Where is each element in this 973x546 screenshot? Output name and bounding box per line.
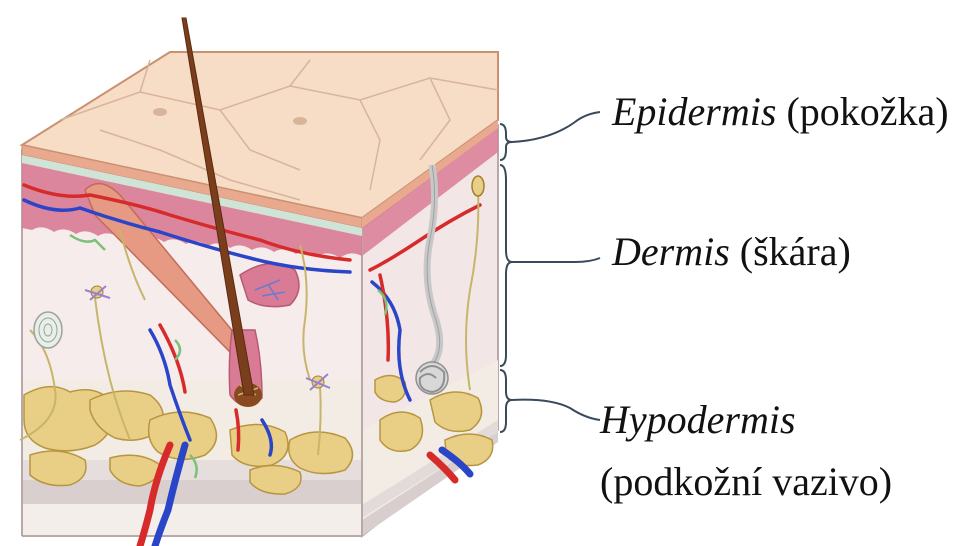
label-hypodermis-translation: (podkožní vazivo) bbox=[600, 459, 892, 504]
layer-braces bbox=[500, 112, 600, 432]
label-dermis: Dermis (škára) bbox=[612, 232, 851, 272]
label-hypodermis-translation-line: (podkožní vazivo) bbox=[600, 462, 892, 502]
label-hypodermis: Hypodermis bbox=[600, 400, 796, 440]
label-epidermis-translation: (pokožka) bbox=[786, 89, 948, 134]
label-dermis-term: Dermis bbox=[612, 229, 730, 274]
label-epidermis-term: Epidermis bbox=[612, 89, 776, 134]
label-hypodermis-term: Hypodermis bbox=[600, 397, 796, 442]
label-dermis-translation: (škára) bbox=[740, 229, 851, 274]
meissner-corpuscle bbox=[472, 176, 484, 196]
pacinian-corpuscle bbox=[34, 312, 62, 348]
label-epidermis: Epidermis (pokožka) bbox=[612, 92, 949, 132]
